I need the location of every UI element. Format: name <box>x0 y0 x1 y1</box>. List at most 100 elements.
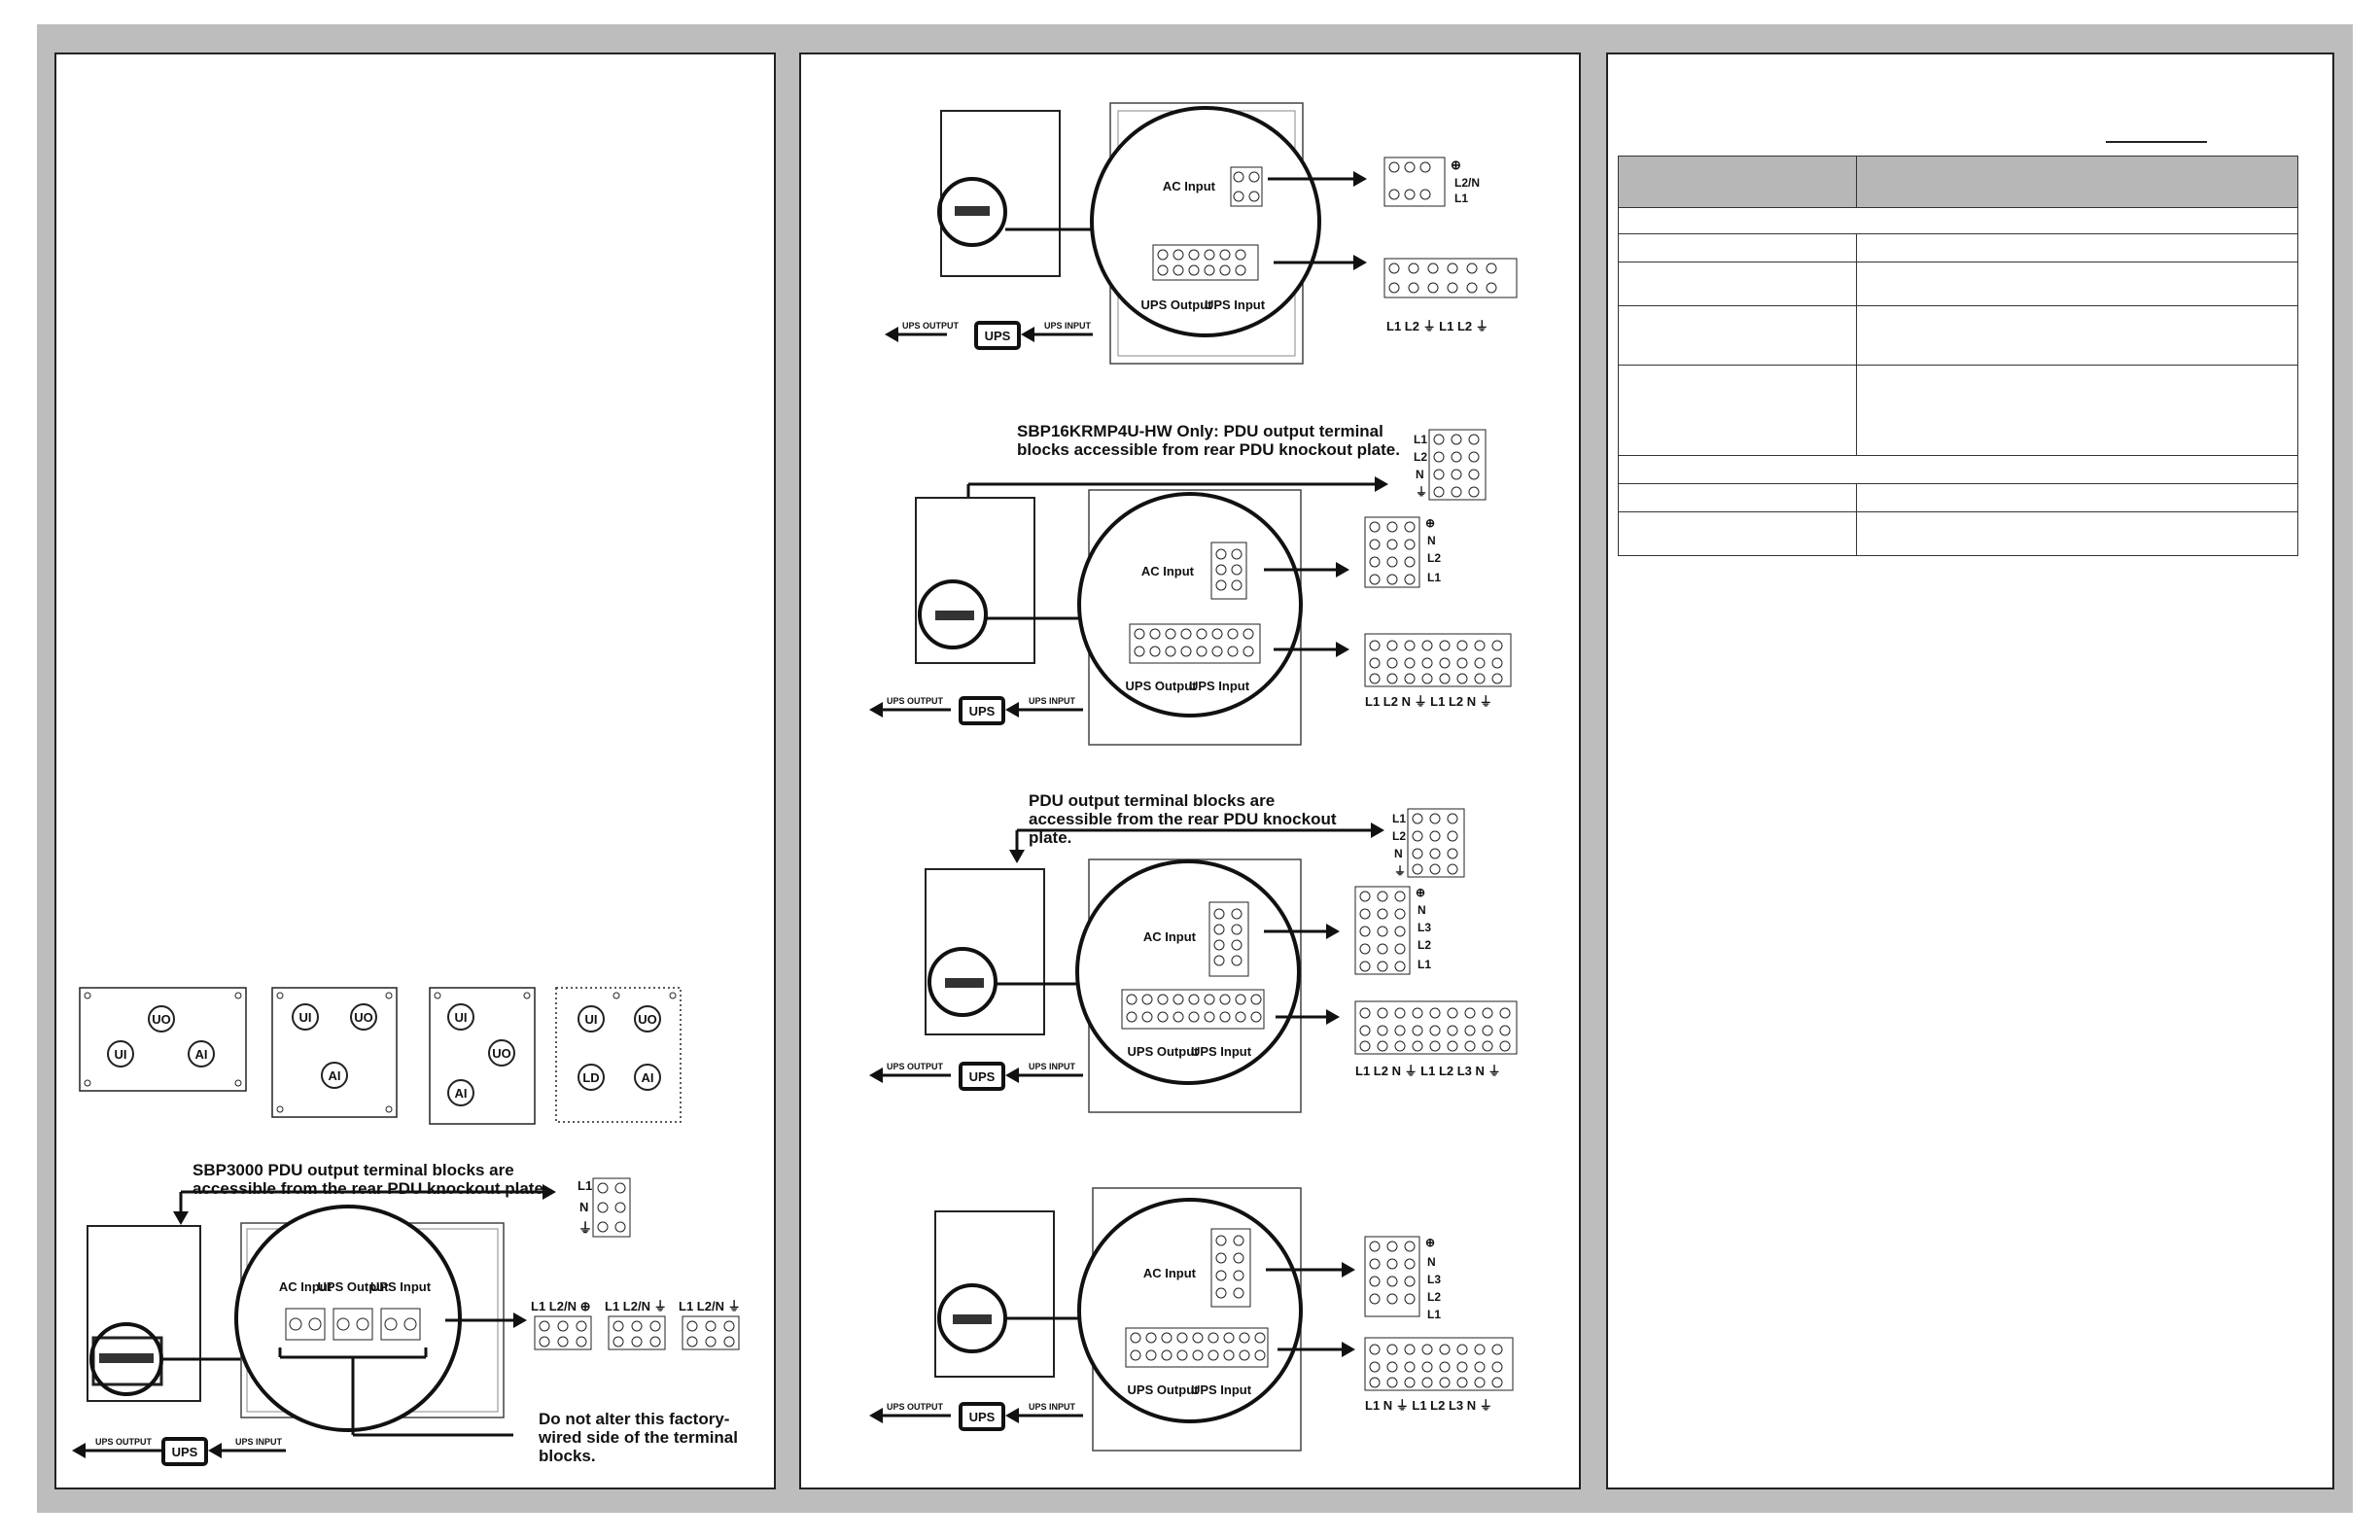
left-panel: UO UI AI UI UO AI UI UO AI <box>54 52 776 1489</box>
specifications-table <box>1618 156 2298 556</box>
wiring-diagram-3: L1 L2 N ⏚ AC Input UPS Output UPS I <box>869 808 1518 1113</box>
knockout-label: UI <box>585 1012 598 1027</box>
knockout-label: UO <box>638 1012 657 1027</box>
wiring-diagram-2: L1 L2 N ⏚ AC Input UPS Output UPS Input <box>869 429 1512 746</box>
knockout-label: LD <box>582 1070 599 1085</box>
table-row <box>1618 365 2298 456</box>
right-mid-label: L2 <box>1427 551 1441 565</box>
ups-input-arrow-label: UPS INPUT <box>1029 1402 1076 1412</box>
l2n-label: L2/N <box>1454 176 1480 190</box>
ups-output-label: UPS Output <box>1128 1382 1200 1397</box>
knockout-label: UO <box>152 1012 171 1027</box>
right-top-label: L1 <box>1414 433 1427 446</box>
table-section-row <box>1618 455 2298 484</box>
left-panel-drawing: UO UI AI UI UO AI UI UO AI <box>72 987 741 1466</box>
ups-box-label: UPS <box>985 329 1011 343</box>
knockout-label: UO <box>492 1046 511 1061</box>
ups-output-label: UPS Output <box>1126 679 1198 693</box>
ground-circle-label: ⊕ <box>1451 158 1461 172</box>
right-top-label: L2 <box>1392 829 1406 843</box>
table-row <box>1618 483 2298 512</box>
right-mid-label: L3 <box>1418 921 1431 934</box>
ups-input-label: UPS Input <box>1205 298 1266 312</box>
right-top-label: N <box>1416 468 1424 481</box>
right-mid-label: ⊕ <box>1416 886 1425 899</box>
right-mid-label: ⊕ <box>1425 1236 1435 1249</box>
knockout-label: AI <box>642 1070 654 1085</box>
ac-input-label: AC Input <box>1143 1266 1197 1280</box>
l1-label: L1 <box>578 1178 592 1193</box>
ac-input-label: AC Input <box>279 1279 332 1294</box>
ups-input-arrow-label: UPS INPUT <box>235 1437 283 1447</box>
underline-rule <box>2106 141 2207 143</box>
table-row <box>1618 305 2298 366</box>
knockout-plate-3: UI UO AI <box>429 987 536 1125</box>
right-mid-label: L2 <box>1427 1290 1441 1304</box>
ups-output-label: UPS Output <box>1141 298 1213 312</box>
factory-wired-warning: Do not alter this factory-wired side of … <box>539 1410 738 1465</box>
right-mid-label: L1 <box>1427 571 1441 584</box>
table-row <box>1618 511 2298 556</box>
ups-output-arrow-label: UPS OUTPUT <box>887 1062 944 1071</box>
bottom-terminal-labels: L1 N ⏚ L1 L2 L3 N ⏚ <box>1365 1398 1492 1413</box>
right-mid-label: ⊕ <box>1425 516 1435 530</box>
ups-output-arrow-label: UPS OUTPUT <box>95 1437 153 1447</box>
knockout-label: AI <box>455 1086 468 1101</box>
middle-panel-drawing: AC Input UPS Output UPS Input <box>869 102 1518 1452</box>
block-label-3: L1 L2/N ⏚ <box>679 1299 741 1313</box>
bottom-terminal-labels: L1 L2 ⏚ L1 L2 ⏚ <box>1386 319 1488 333</box>
right-top-label: L1 <box>1392 812 1406 825</box>
block-label-2: L1 L2/N ⏚ <box>605 1299 667 1313</box>
wiring-diagram-4: AC Input UPS Output UPS Input <box>869 1187 1514 1452</box>
sbp3000-note: SBP3000 PDU output terminal blocks are a… <box>192 1161 548 1198</box>
wiring-diagram-1: AC Input UPS Output UPS Input <box>885 102 1518 365</box>
right-mid-label: N <box>1427 1255 1436 1269</box>
right-top-label: L2 <box>1414 450 1427 464</box>
ac-input-label: AC Input <box>1141 564 1195 578</box>
right-top-label: ⏚ <box>1394 864 1406 878</box>
knockout-label: AI <box>195 1047 208 1062</box>
l1-label: L1 <box>1454 192 1468 205</box>
table-header-cell <box>1618 156 1857 208</box>
ups-input-label: UPS Input <box>1191 1382 1252 1397</box>
ups-box-label: UPS <box>969 1410 996 1424</box>
table-section-row <box>1618 207 2298 234</box>
right-mid-label: L1 <box>1418 958 1431 971</box>
knockout-label: UI <box>455 1010 468 1025</box>
table-header-row <box>1618 156 2298 208</box>
n-label: N <box>579 1200 588 1214</box>
ac-input-label: AC Input <box>1163 179 1216 193</box>
right-mid-label: L3 <box>1427 1273 1441 1286</box>
ups-output-arrow-label: UPS OUTPUT <box>902 321 960 331</box>
right-mid-label: L2 <box>1418 938 1431 952</box>
knockout-plate-4: UI UO LD AI <box>555 987 682 1123</box>
ups-box-label: UPS <box>969 1069 996 1084</box>
table-row <box>1618 207 2298 234</box>
ups-input-arrow-label: UPS INPUT <box>1029 696 1076 706</box>
knockout-plate-2: UI UO AI <box>271 987 398 1118</box>
ups-output-label: UPS Output <box>1128 1044 1200 1059</box>
table-row <box>1618 455 2298 484</box>
right-top-label: ⏚ <box>1416 485 1427 499</box>
table-row <box>1618 233 2298 262</box>
table-row <box>1618 262 2298 306</box>
middle-panel: AC Input UPS Output UPS Input <box>799 52 1581 1489</box>
pdu-output-note: PDU output terminal blocks are accessibl… <box>1029 791 1337 847</box>
ground-label: ⏚ <box>578 1220 592 1236</box>
sbp3000-wiring-diagram: AC Input UPS Output UPS Input L1 <box>72 1177 741 1466</box>
ups-output-arrow-label: UPS OUTPUT <box>887 696 944 706</box>
sbp16krmp4u-note: SBP16KRMP4U-HW Only: PDU output terminal… <box>1017 422 1400 459</box>
ups-input-arrow-label: UPS INPUT <box>1044 321 1092 331</box>
right-mid-label: N <box>1427 534 1436 547</box>
knockout-label: AI <box>329 1068 341 1083</box>
bottom-terminal-labels: L1 L2 N ⏚ L1 L2 L3 N ⏚ <box>1355 1064 1501 1078</box>
ups-input-label: UPS Input <box>1189 679 1250 693</box>
ac-input-label: AC Input <box>1143 929 1197 944</box>
table-header-cell <box>1856 156 2298 208</box>
ups-box-label: UPS <box>172 1445 198 1459</box>
right-panel <box>1606 52 2334 1489</box>
knockout-label: UO <box>354 1010 373 1025</box>
ups-output-label: UPS Output <box>318 1279 390 1294</box>
ups-box-label: UPS <box>969 704 996 718</box>
ups-input-label: UPS Input <box>370 1279 432 1294</box>
